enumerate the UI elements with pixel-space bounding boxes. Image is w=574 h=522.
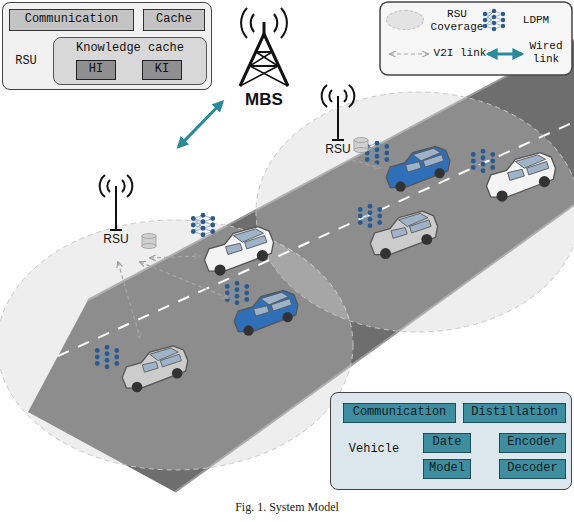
rsu-antenna: [100, 85, 355, 230]
rsu-station: RSU: [314, 80, 364, 160]
module-box: Decoder: [499, 459, 566, 479]
node-label: Communication: [353, 406, 447, 420]
ldpm-icon: [358, 204, 382, 228]
rsu-panel: RSU Communication CacheKnowledge cacheHI KI: [2, 2, 212, 90]
node-label: Distillation: [471, 406, 557, 420]
van: [486, 153, 555, 202]
module-box: Communication: [9, 9, 134, 31]
node-label: KI: [155, 63, 169, 77]
node-label: Communication: [25, 13, 119, 27]
cache-item: HI: [76, 60, 116, 80]
node-label: Vehicle: [339, 443, 409, 457]
node-label: RSU: [9, 55, 43, 69]
node-label: Date: [433, 436, 462, 450]
ldpm-icon: [225, 281, 249, 305]
module-box: Cache: [143, 9, 205, 31]
node-label: MBS: [228, 90, 300, 110]
mbs-tower: [240, 8, 288, 86]
v2i-links: [118, 160, 380, 338]
vehicle-panel: Vehicle Communication DistillationDateMode…: [330, 392, 572, 490]
rsu-station: RSU: [92, 170, 142, 250]
module-box: Encoder: [499, 433, 566, 453]
ldpm-icon: [191, 213, 215, 237]
car: [370, 211, 437, 259]
car: [122, 346, 188, 393]
node-label: Decoder: [507, 462, 557, 476]
node-label: RSU: [314, 143, 362, 157]
ldpm-icon: [471, 149, 495, 173]
legend-frame: [380, 2, 572, 75]
legend-label: V2I link: [430, 47, 490, 60]
figure-caption: Fig. 1. System Model: [0, 500, 574, 515]
node-label: HI: [89, 63, 103, 77]
legend-label: LDPM: [508, 14, 564, 27]
legend-label: RSU Coverage: [426, 8, 488, 33]
node-label: Encoder: [507, 436, 557, 450]
legend-swatch: [386, 10, 424, 30]
module-box: Distillation: [463, 403, 566, 423]
node-label: Knowledge cache: [54, 42, 206, 56]
cache-icon: [142, 138, 368, 249]
car: [234, 290, 298, 335]
module-box: Model: [423, 459, 471, 479]
ldpm-icon: [95, 345, 119, 369]
cache-group: Knowledge cacheHI KI: [53, 37, 207, 85]
module-box: Communication: [343, 403, 456, 423]
node-label: Cache: [156, 13, 192, 27]
coverage-area: [256, 92, 574, 332]
wired-sample: [488, 53, 522, 56]
cache-item: KI: [142, 60, 182, 80]
ldpm-sample: [483, 9, 505, 31]
car: [386, 146, 450, 191]
module-box: Date: [423, 433, 471, 453]
van: [204, 227, 273, 276]
node-label: Model: [429, 462, 465, 476]
wired-link: [178, 102, 222, 147]
legend-label: Wired link: [524, 40, 568, 65]
ldpm-icon: [365, 141, 389, 165]
v2i-sample: [390, 53, 428, 54]
node-label: RSU: [92, 233, 140, 247]
mbs-station: MBS: [228, 8, 300, 110]
